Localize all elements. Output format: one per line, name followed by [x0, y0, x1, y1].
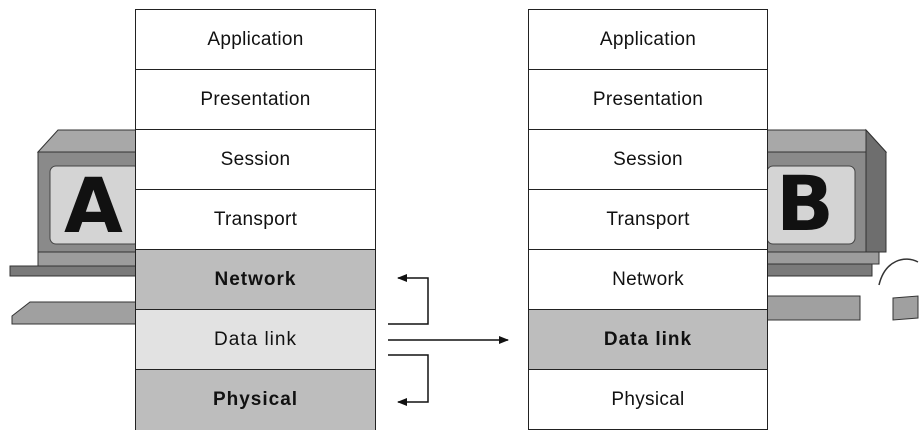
layer-session: Session	[136, 130, 375, 190]
host-b-label: B	[776, 159, 834, 248]
layer-transport: Transport	[529, 190, 767, 250]
computer-a-icon	[9, 129, 141, 325]
arrow-to-physical	[388, 354, 429, 406]
computer-b-icon	[766, 128, 919, 321]
arrow-to-network	[388, 274, 429, 325]
layer-session: Session	[529, 130, 767, 190]
layer-presentation: Presentation	[529, 70, 767, 130]
layer-application: Application	[136, 10, 375, 70]
layer-presentation: Presentation	[136, 70, 375, 130]
host-a-label: A	[64, 161, 123, 250]
host-a-osi-stack: Application Presentation Session Transpo…	[135, 9, 376, 430]
layer-network: Network	[529, 250, 767, 310]
layer-transport: Transport	[136, 190, 375, 250]
layer-data-link: Data link	[136, 310, 375, 370]
host-b-osi-stack: Application Presentation Session Transpo…	[528, 9, 768, 430]
layer-physical: Physical	[136, 370, 375, 430]
flow-arrows	[388, 274, 509, 406]
layer-data-link: Data link	[529, 310, 767, 370]
layer-application: Application	[529, 10, 767, 70]
layer-network: Network	[136, 250, 375, 310]
layer-physical: Physical	[611, 389, 685, 410]
